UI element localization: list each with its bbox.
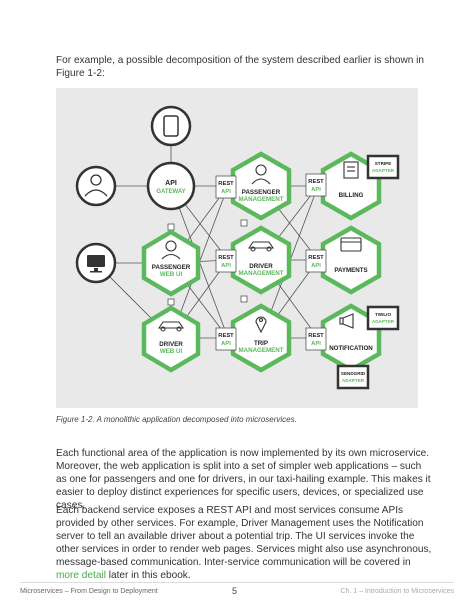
connector-square [240,295,248,303]
more-detail-link[interactable]: more detail [56,570,106,581]
driver-web-ui-label: DRIVER [159,341,183,348]
rest-api-box-passenger: REST API [215,175,237,199]
passenger-management-node: PASSENGER MANAGEMENT [230,151,292,221]
rest-label: REST [308,333,324,339]
paragraph-2-text-end: later in this ebook. [105,570,191,581]
api-gateway-label: API [165,180,177,187]
figure-caption: Figure 1-2. A monolithic application dec… [56,415,297,424]
api-gateway-node: API GATEWAY [146,161,196,211]
architecture-diagram: API GATEWAY PASSENGER MANAGEMENT DRIVER … [75,105,400,390]
connector-square [167,298,175,306]
map-pin-icon [255,316,267,334]
rest-label: REST [218,333,234,339]
sendgrid-adapter-node: SENDGRID ADAPTER [336,364,370,390]
api-label: API [311,187,321,193]
adapter-label: ADAPTER [342,378,365,383]
adapter-label: ADAPTER [372,168,395,173]
person-icon [84,174,108,197]
api-gateway-sublabel: GATEWAY [156,189,185,195]
driver-web-ui-node: DRIVER WEB UI [141,305,201,373]
rest-label: REST [218,181,234,187]
api-label: API [221,341,231,347]
api-label: API [311,263,321,269]
driver-management-sublabel: MANAGEMENT [238,270,283,277]
adapter-label: ADAPTER [372,319,395,324]
rest-label: REST [308,179,324,185]
driver-web-ui-sublabel: WEB UI [160,348,183,355]
footer-divider [20,582,454,583]
car-icon [157,321,185,332]
stripe-label: STRIPE [375,161,392,166]
driver-management-label: DRIVER [249,263,273,270]
rest-api-box-billing: REST API [305,173,327,197]
credit-card-icon [340,237,362,252]
monitor-icon [87,255,105,273]
mobile-phone-node [150,105,192,147]
passenger-web-ui-sublabel: WEB UI [160,271,183,278]
car-icon [247,241,275,252]
desktop-client-node [75,242,117,284]
api-label: API [221,189,231,195]
person-icon [251,164,271,185]
connector-square [240,219,248,227]
paragraph-2-text: Each backend service exposes a REST API … [56,505,432,568]
passenger-management-sublabel: MANAGEMENT [238,196,283,203]
footer-book-title: Microservices – From Design to Deploymen… [20,588,158,595]
body-paragraph-2: Each backend service exposes a REST API … [56,504,434,582]
billing-label: BILLING [339,192,364,199]
trip-management-node: TRIP MANAGEMENT [230,303,292,373]
mobile-user-node [75,165,117,207]
notification-label: NOTIFICATION [329,345,373,352]
invoice-icon [343,161,359,179]
rest-label: REST [218,255,234,261]
rest-api-box-notification: REST API [305,327,327,351]
phone-icon [163,115,179,137]
twilio-label: TWILIO [375,312,392,317]
payments-node: PAYMENTS [320,225,382,295]
architecture-figure: API GATEWAY PASSENGER MANAGEMENT DRIVER … [56,88,418,408]
person-icon [161,240,181,260]
intro-paragraph: For example, a possible decomposition of… [56,55,425,79]
stripe-adapter-node: STRIPE ADAPTER [366,154,400,180]
rest-label: REST [308,255,324,261]
rest-api-box-payments: REST API [305,249,327,273]
api-label: API [311,341,321,347]
sendgrid-label: SENDGRID [341,371,366,376]
driver-management-node: DRIVER MANAGEMENT [230,225,292,295]
body-paragraph-1: Each functional area of the application … [56,448,431,511]
passenger-web-ui-label: PASSENGER [152,264,191,271]
twilio-adapter-node: TWILIO ADAPTER [366,305,400,331]
passenger-management-label: PASSENGER [242,189,281,196]
rest-api-box-driver: REST API [215,249,237,273]
api-label: API [221,263,231,269]
page-number: 5 [232,586,238,596]
trip-management-sublabel: MANAGEMENT [238,347,283,354]
trip-management-label: TRIP [254,340,268,347]
rest-api-box-trip: REST API [215,327,237,351]
payments-label: PAYMENTS [334,267,367,274]
megaphone-icon [339,313,354,329]
passenger-web-ui-node: PASSENGER WEB UI [141,229,201,297]
connector-square [167,223,175,231]
footer-chapter-title: Ch. 1 – Introduction to Microservices [340,588,454,595]
connector-squares [167,219,248,306]
